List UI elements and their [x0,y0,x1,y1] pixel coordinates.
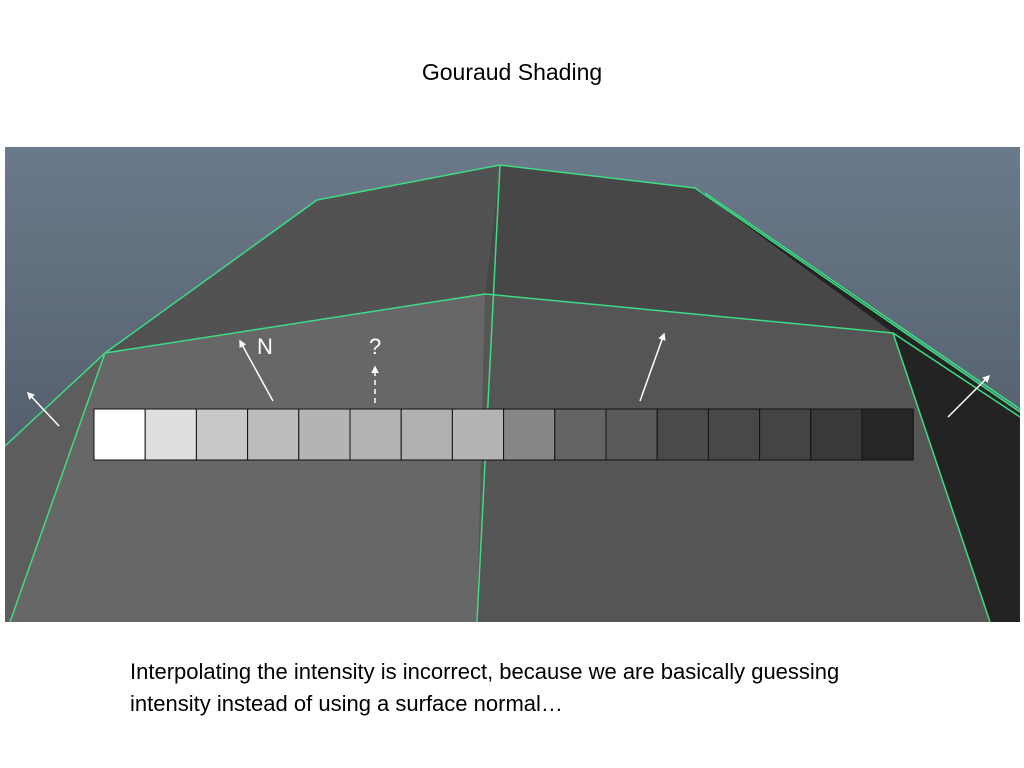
3d-viewport: N ? [5,147,1020,622]
normal-arrow-right [639,332,666,402]
intensity-cell [759,408,812,461]
intensity-cell [400,408,453,461]
face-left-lower [5,353,105,622]
intensity-cell [656,408,709,461]
edge-left-vertical [9,352,106,622]
edge-center-vertical [476,164,501,622]
normal-arrow-far-left [26,391,60,427]
slide-title: Gouraud Shading [421,59,603,85]
intensity-cell [554,408,607,461]
face-upper-left [105,165,500,353]
intensity-cell [247,408,300,461]
face-right-edge [695,188,1020,420]
intensity-cell [861,408,914,461]
intensity-cell [605,408,658,461]
intensity-cell [93,408,146,461]
intensity-cell [810,408,863,461]
edge-back-right [704,192,1020,410]
intensity-cell [298,408,351,461]
intensity-strip [93,408,914,461]
edge-top-silhouette [5,164,1020,447]
intensity-cell [144,408,197,461]
normal-label-n: N [257,334,273,359]
normal-arrow-far-right [947,374,991,418]
intensity-cell [349,408,402,461]
face-upper-right [485,165,893,333]
intensity-cell [707,408,761,461]
face-right-side [893,333,1020,622]
normal-vectors [26,332,991,427]
intensity-cell [451,408,505,461]
intensity-cell [195,408,249,461]
slide-caption: Interpolating the intensity is incorrect… [130,659,840,716]
edge-middle-ridge [104,293,1020,418]
intensity-cell [503,408,556,461]
wireframe-edges [5,164,1020,622]
normal-arrow-n [239,339,274,402]
edge-right-vertical [892,332,991,622]
normal-label-question: ? [369,334,381,359]
